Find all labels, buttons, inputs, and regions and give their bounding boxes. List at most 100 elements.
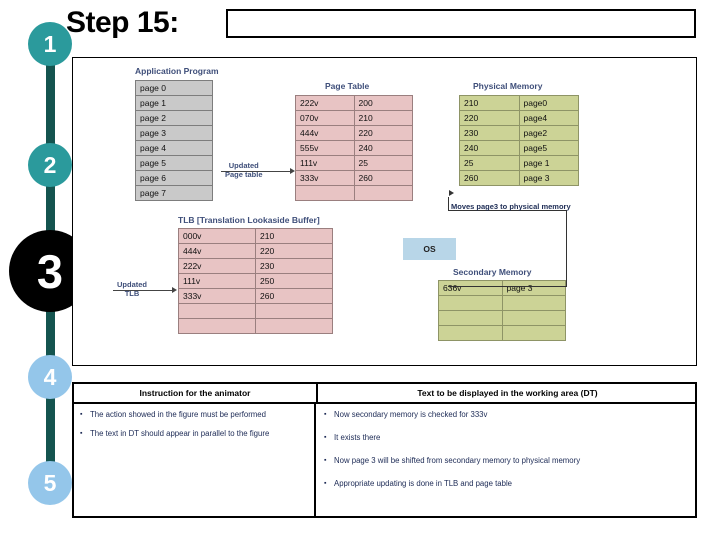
list-item: Appropriate updating is done in TLB and … [324,479,689,489]
app-page-2: page 2 [135,110,213,126]
step-indicator-2[interactable]: 2 [28,143,72,187]
table-row [438,310,566,326]
step-title-input[interactable] [226,9,696,38]
step-indicator-5[interactable]: 5 [28,461,72,505]
updated-page-table-arrow-line [221,171,291,172]
sm-addr-3 [438,325,503,341]
updated-tlb-arrow-line [113,290,173,291]
sm-page-2 [501,310,566,326]
pt-frame-3: 240 [353,140,413,156]
pt-vaddr-0: 222v [295,95,355,111]
pm-addr-3: 240 [459,140,520,156]
tlb-frame-2: 230 [255,258,333,274]
os-box: OS [403,238,456,260]
dt-column-header: Text to be displayed in the working area… [417,388,598,398]
table-row: page 5 [135,155,213,171]
app-page-7: page 7 [135,185,213,201]
pt-frame-6 [353,185,413,201]
pt-frame-2: 220 [353,125,413,141]
sm-addr-2 [438,310,503,326]
page-title: Step 15: [66,6,179,39]
moves-page-connector-top [448,210,567,211]
pm-addr-2: 230 [459,125,520,141]
title-row: Step 15: [66,6,716,44]
table-row [295,185,413,201]
table-row: page 6 [135,170,213,186]
physical-memory-label: Physical Memory [473,81,543,91]
tlb-vaddr-3: 111v [178,273,256,289]
instruction-table: Instruction for the animator Text to be … [72,382,697,518]
tlb-label: TLB [Translation Lookaside Buffer] [178,215,320,225]
updated-tlb-annotation: Updated TLB [117,280,147,298]
tlb-frame-1: 220 [255,243,333,259]
tlb-vaddr-5 [178,303,256,319]
list-item: The text in DT should appear in parallel… [80,429,308,439]
pm-page-0: page0 [518,95,579,111]
pt-vaddr-2: 444v [295,125,355,141]
step-rail: 1 2 3 4 5 [0,0,91,540]
list-item: The action showed in the figure must be … [80,410,308,420]
table-row [178,318,333,334]
tlb-frame-0: 210 [255,228,333,244]
table-row: page 3 [135,125,213,141]
tlb-frame-6 [255,318,333,334]
tlb-vaddr-4: 333v [178,288,256,304]
pt-vaddr-6 [295,185,355,201]
app-page-5: page 5 [135,155,213,171]
tlb-frame-5 [255,303,333,319]
tlb-vaddr-2: 222v [178,258,256,274]
app-page-4: page 4 [135,140,213,156]
application-program-table: page 0 page 1 page 2 page 3 page 4 page … [135,80,213,201]
pm-page-3: page5 [518,140,579,156]
step-indicator-1[interactable]: 1 [28,22,72,66]
app-page-1: page 1 [135,95,213,111]
pt-vaddr-3: 555v [295,140,355,156]
step-indicator-5-label: 5 [43,469,57,496]
sm-page-1 [501,295,566,311]
pm-page-5: page 3 [518,170,579,186]
sm-page-0: page 3 [501,280,566,296]
pt-frame-0: 200 [353,95,413,111]
moves-page-connector-up [448,197,449,211]
step-indicator-4[interactable]: 4 [28,355,72,399]
instruction-column: The action showed in the figure must be … [74,404,316,518]
pm-addr-0: 210 [459,95,520,111]
app-page-6: page 6 [135,170,213,186]
application-program-label: Application Program [135,66,219,76]
moves-page-connector-vertical [566,210,567,287]
pt-vaddr-5: 333v [295,170,355,186]
table-row: page 2 [135,110,213,126]
app-page-0: page 0 [135,80,213,96]
sm-addr-1 [438,295,503,311]
updated-page-table-line2: Page table [225,170,263,179]
step-indicator-4-label: 4 [43,363,57,390]
list-item: It exists there [324,433,689,443]
table-row: page 0 [135,80,213,96]
updated-tlb-line1: Updated [117,280,147,289]
moves-page-annotation: Moves page3 to physical memory [451,202,571,211]
table-row: page 1 [135,95,213,111]
page-table-label: Page Table [325,81,370,91]
instruction-table-header-row: Instruction for the animator Text to be … [74,384,695,404]
os-box-label: OS [423,244,436,254]
table-row [438,325,566,341]
sm-addr-0: 636v [438,280,503,296]
updated-tlb-arrow-head [172,287,177,293]
tlb-vaddr-1: 444v [178,243,256,259]
pt-frame-1: 210 [353,110,413,126]
tlb-vaddr-6 [178,318,256,334]
